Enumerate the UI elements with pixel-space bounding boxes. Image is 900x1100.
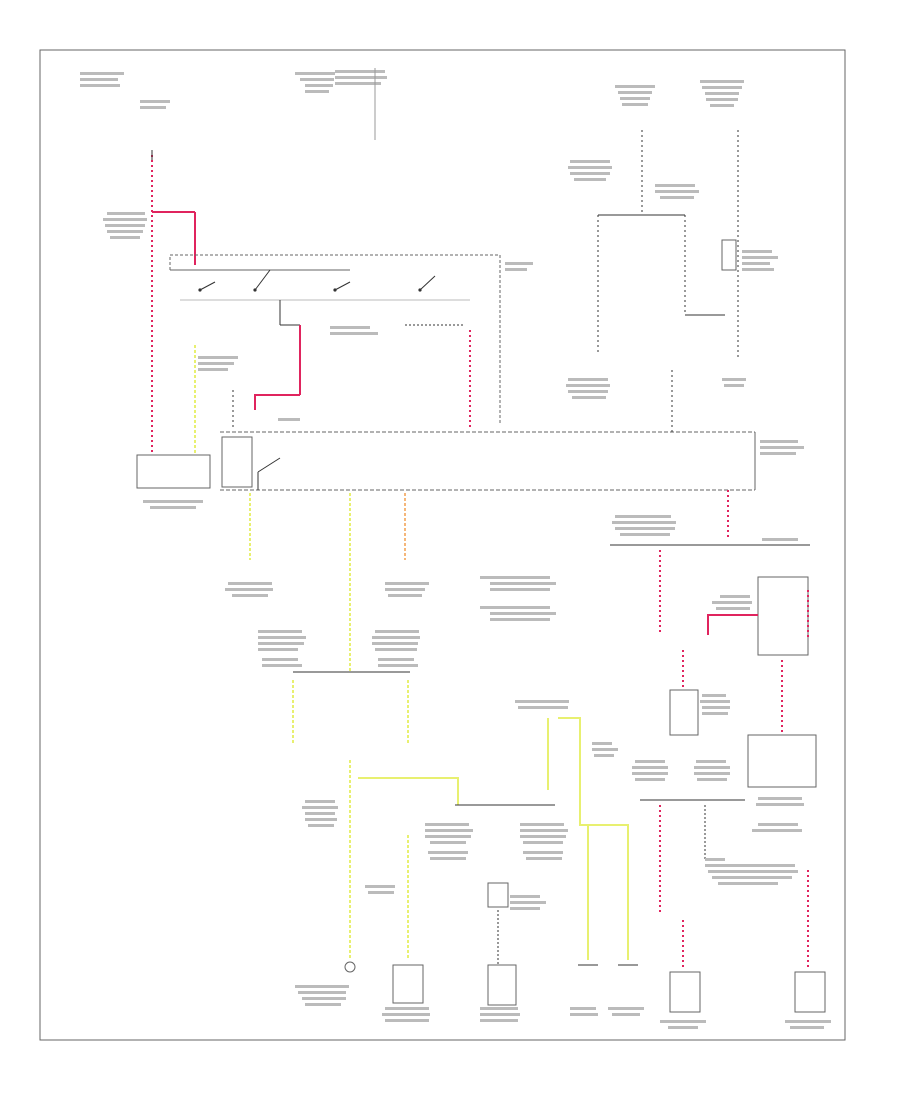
ignition-switch [169, 254, 533, 425]
top-left-labels [80, 70, 387, 239]
wire-red-main-feed [151, 150, 196, 455]
controller-bus [220, 431, 804, 491]
ground-icon [344, 961, 356, 973]
connector-icon [392, 964, 424, 1004]
module-icon [487, 964, 517, 1006]
mid-labels [225, 576, 556, 667]
power-seat-module-left [669, 971, 701, 1013]
right-labels [612, 515, 831, 1029]
lower-labels [295, 700, 644, 1022]
relay-module [757, 576, 809, 656]
side-module [747, 734, 817, 788]
wire-red-ignition-run [232, 325, 471, 430]
power-seat-module-right [794, 971, 826, 1013]
fuse-block [136, 454, 211, 509]
top-right-modules [566, 80, 778, 432]
control-switch [669, 689, 699, 736]
diagram-frame [39, 49, 846, 1041]
